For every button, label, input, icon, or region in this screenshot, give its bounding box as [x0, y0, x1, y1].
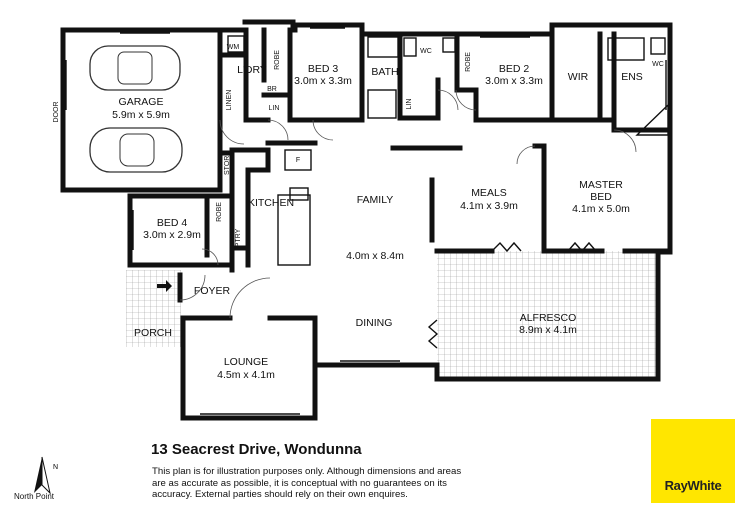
lounge-label: LOUNGE	[224, 356, 268, 368]
meals-dims: 4.1m x 3.9m	[460, 200, 518, 212]
master-label-2: BED	[590, 191, 612, 203]
property-address: 13 Seacrest Drive, Wondunna	[151, 441, 362, 458]
wm-label: WM	[227, 44, 240, 51]
north-arrow-icon: N	[34, 456, 58, 495]
robe-bed3-label: ROBE	[274, 50, 281, 70]
bed4-label: BED 4	[157, 217, 188, 229]
ens-label: ENS	[621, 71, 643, 83]
family-dims: 4.0m x 8.4m	[346, 250, 404, 262]
interior-walls	[177, 27, 673, 368]
porch-paving	[126, 270, 181, 347]
foyer-label: FOYER	[194, 285, 231, 297]
lin1-label: LIN	[269, 105, 280, 112]
lounge-dims: 4.5m x 4.1m	[217, 369, 275, 381]
car-icon	[89, 45, 183, 173]
logo-wordmark: RayWhite	[664, 478, 722, 493]
porch-label: PORCH	[134, 327, 172, 339]
wir-label: WIR	[568, 71, 589, 83]
meals-label: MEALS	[471, 187, 507, 199]
doors	[179, 89, 637, 349]
alfresco-label: ALFRESCO	[520, 312, 577, 324]
dining-label: DINING	[356, 317, 393, 329]
robe-bed4-label: ROBE	[216, 202, 223, 222]
linen-garage-label: LINEN	[226, 90, 233, 111]
store-label: STORE	[224, 151, 231, 175]
garage-door-label: DOOR	[53, 102, 60, 123]
bed2-label: BED 2	[499, 63, 530, 75]
raywhite-logo: RayWhite	[651, 419, 735, 503]
entry-arrow-icon	[157, 280, 172, 292]
alfresco-dims: 8.9m x 4.1m	[519, 324, 577, 336]
room-labels: GARAGE 5.9m x 5.9m WM L'DRY LINEN ROBE B…	[112, 44, 664, 381]
north-point-label: North Point	[14, 492, 55, 501]
alfresco-paving	[437, 251, 658, 379]
kitchen-label: KITCHEN	[248, 197, 294, 209]
fixtures	[227, 35, 669, 266]
bed3-label: BED 3	[308, 63, 339, 75]
bed3-dims: 3.0m x 3.3m	[294, 75, 352, 87]
family-label: FAMILY	[357, 194, 394, 206]
garage-dims: 5.9m x 5.9m	[112, 109, 170, 121]
fridge-label: F	[296, 157, 300, 164]
master-dims: 4.1m x 5.0m	[572, 203, 630, 215]
wc2-label: WC	[652, 61, 664, 68]
laundry-label: L'DRY	[237, 64, 267, 76]
lin2-label: LIN	[406, 99, 413, 110]
pantry-label: PTRY	[235, 228, 242, 247]
robe-bed2-label: ROBE	[465, 52, 472, 72]
bed4-dims: 3.0m x 2.9m	[143, 229, 201, 241]
master-label: MASTER	[579, 179, 623, 191]
bath-label: BATH	[371, 66, 398, 78]
br-label: BR	[267, 86, 277, 93]
wc1-label: WC	[420, 48, 432, 55]
north-letter: N	[53, 464, 58, 471]
disclaimer-text: This plan is for illustration purposes o…	[152, 466, 462, 501]
garage-label: GARAGE	[119, 96, 164, 108]
bed2-dims: 3.0m x 3.3m	[485, 75, 543, 87]
windows	[61, 23, 671, 419]
